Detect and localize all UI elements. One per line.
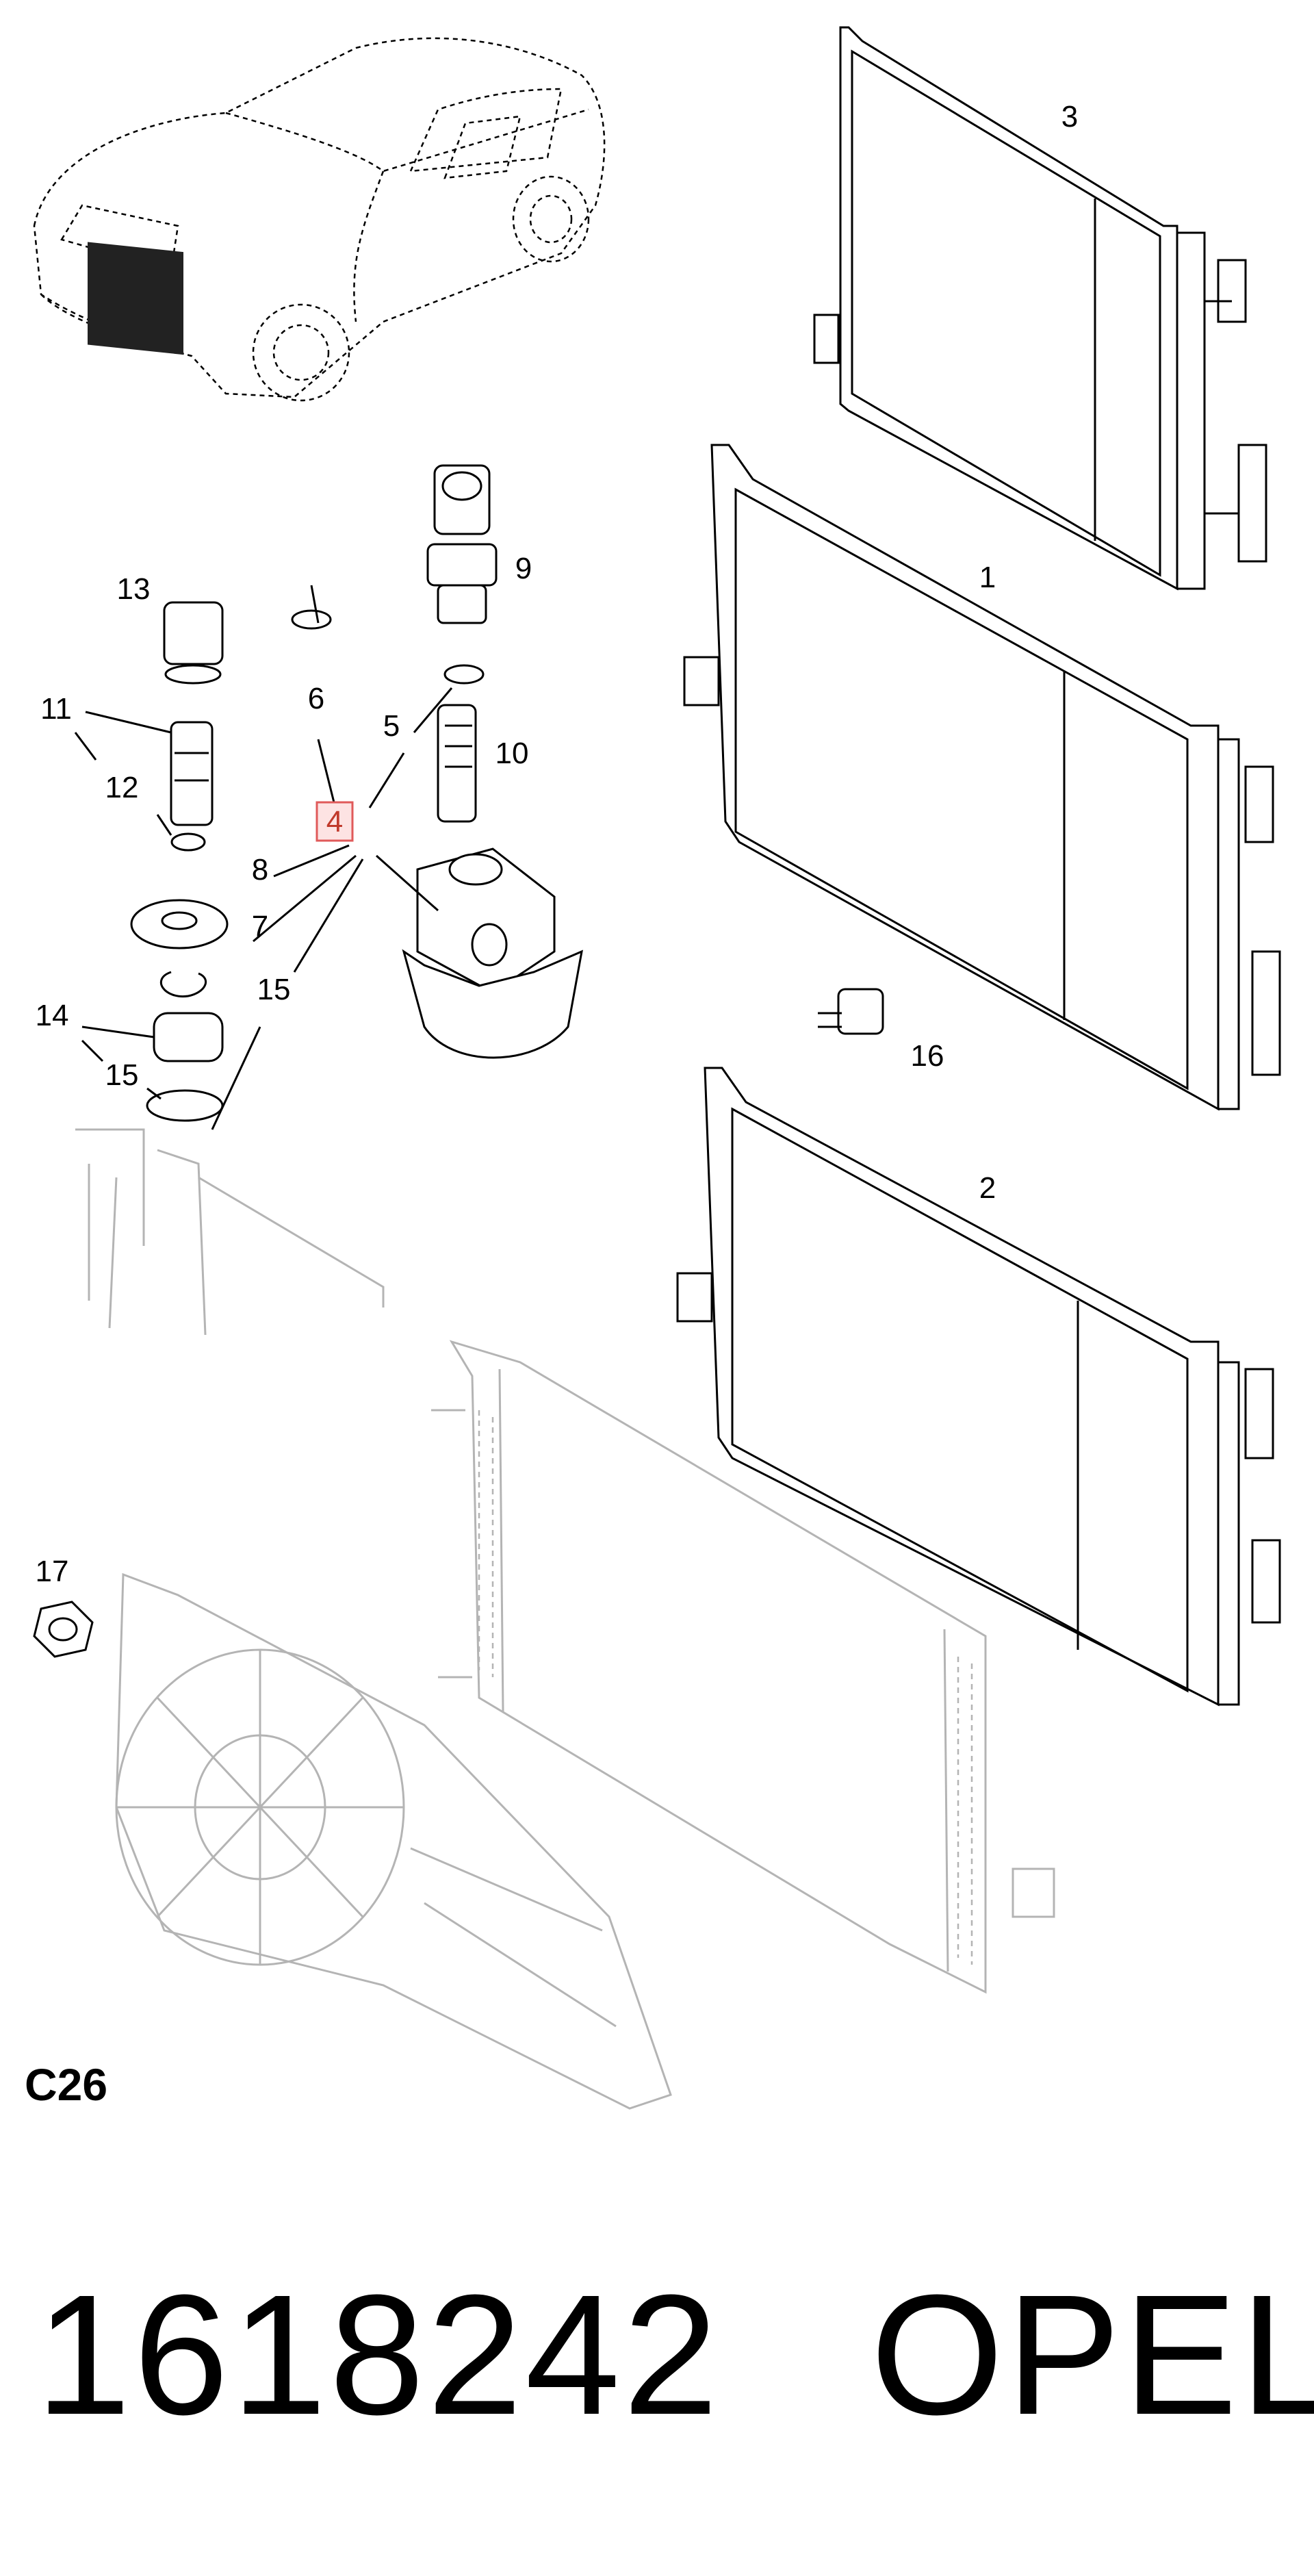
leader-12 xyxy=(156,814,172,836)
radiator-ghost-illustration xyxy=(431,1340,1055,1994)
callout-11: 11 xyxy=(40,692,72,726)
callout-10: 10 xyxy=(495,737,529,770)
footer: 1618242 OPEL xyxy=(0,2252,1314,2458)
callout-1: 1 xyxy=(979,561,996,594)
condenser-1-illustration xyxy=(683,444,1281,1111)
callout-16: 16 xyxy=(911,1039,944,1073)
leader-7 xyxy=(253,854,357,943)
leader-15c xyxy=(146,1087,162,1100)
condenser-3-illustration xyxy=(813,26,1267,591)
leader-6b xyxy=(317,739,337,808)
callout-7: 7 xyxy=(252,910,268,943)
callout-5: 5 xyxy=(383,709,400,743)
leader-8 xyxy=(273,844,350,878)
fan-shroud-ghost-illustration xyxy=(115,1572,672,2110)
highlight-box xyxy=(315,801,354,842)
callout-14: 14 xyxy=(36,999,69,1032)
leader-11 xyxy=(85,711,172,734)
callout-12: 12 xyxy=(105,771,139,804)
leader-lines xyxy=(74,585,453,1130)
leader-11b xyxy=(74,732,97,761)
callout-9: 9 xyxy=(515,552,532,585)
callout-8: 8 xyxy=(252,853,268,887)
callout-15a: 15 xyxy=(257,973,291,1006)
leader-14 xyxy=(81,1025,155,1038)
section-code: C26 xyxy=(25,2059,107,2110)
leader-5b xyxy=(368,752,405,808)
leader-14b xyxy=(81,1039,104,1062)
callout-labels: 3 1 2 16 9 10 5 6 13 11 12 8 7 15 14 15 … xyxy=(36,100,1079,1588)
callout-6: 6 xyxy=(308,682,324,715)
callout-17: 17 xyxy=(36,1555,69,1588)
callout-13: 13 xyxy=(117,572,151,606)
part-number: 1618242 xyxy=(36,2259,721,2450)
brand-name: OPEL xyxy=(871,2259,1314,2450)
leader-4 xyxy=(376,854,439,912)
vehicle-locator-illustration xyxy=(33,37,606,402)
leader-5 xyxy=(413,687,453,733)
callout-15b: 15 xyxy=(105,1058,139,1092)
callout-2: 2 xyxy=(979,1171,996,1205)
callout-4: 4 xyxy=(326,805,343,839)
small-parts-illustration xyxy=(33,464,884,1658)
condenser-2-illustration xyxy=(676,1067,1281,1707)
leader-15a xyxy=(293,858,364,973)
support-frame-ghost-illustration xyxy=(75,1128,385,1336)
callout-3: 3 xyxy=(1061,100,1078,133)
leader-6 xyxy=(310,585,320,624)
leader-15b xyxy=(211,1026,261,1130)
